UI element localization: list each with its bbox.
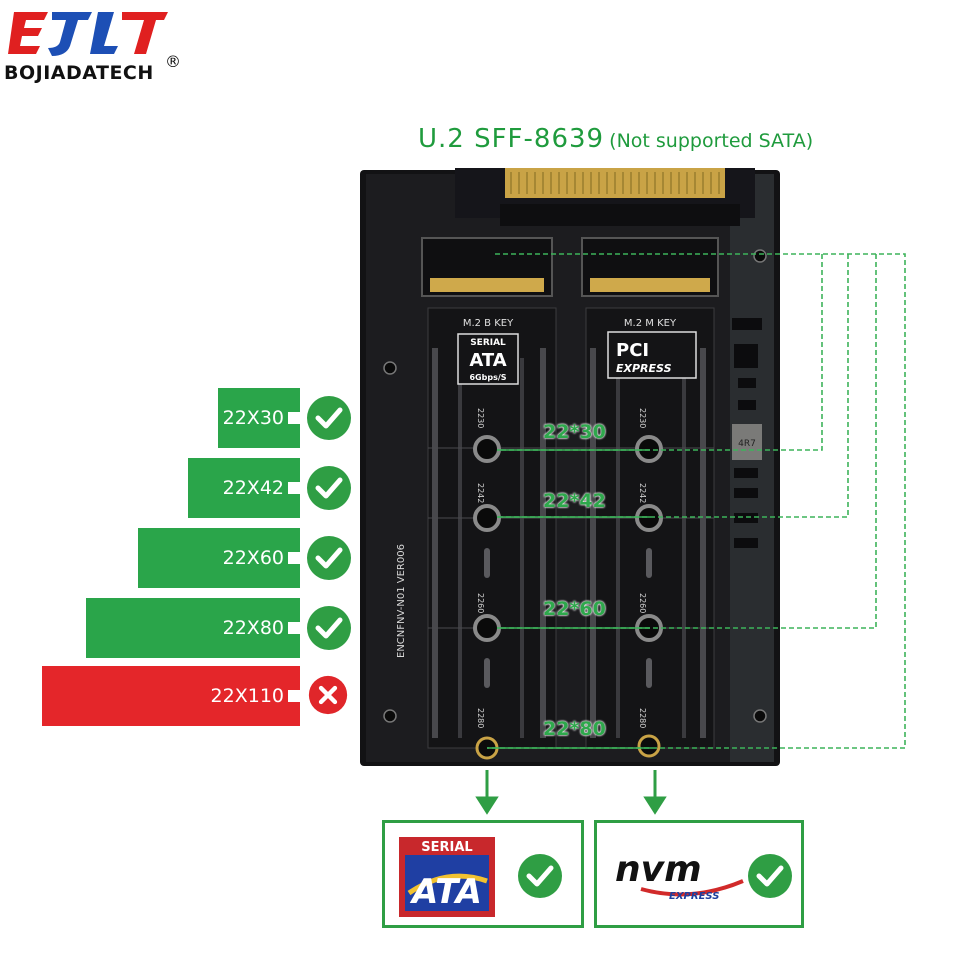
inductor-label: 4R7 xyxy=(738,439,756,449)
size-label: 22X30 xyxy=(222,407,284,429)
sata-logo-line1: SERIAL xyxy=(421,840,472,855)
size-label: 22X80 xyxy=(222,617,284,639)
slot-b-key-label: M.2 B KEY xyxy=(463,318,514,329)
ruler-label-2260-m: 2260 xyxy=(638,593,647,613)
ruler-label-2280: 2280 xyxy=(476,708,485,728)
nvme-logo: nvm EXPRESS xyxy=(615,849,744,902)
size-card-22x30: 22X30 xyxy=(218,388,300,448)
ruler-label-2242: 2242 xyxy=(476,483,485,503)
check-icon xyxy=(748,854,792,898)
size-card-22x60: 22X60 xyxy=(138,528,300,588)
size-label: 22X110 xyxy=(210,685,284,707)
size-card-22x110: 22X110 xyxy=(42,666,300,726)
check-icon xyxy=(307,536,351,580)
ruler-label-2280-m: 2280 xyxy=(638,708,647,728)
brand-name: BOJIADATECH xyxy=(4,62,154,84)
model-text: ENCNFNV-N01 VER006 xyxy=(396,544,407,658)
cross-icon xyxy=(308,675,348,715)
sata-logo-line2: ATA xyxy=(409,872,482,912)
interface-name: U.2 SFF-8639 xyxy=(418,124,605,154)
check-icon xyxy=(518,854,562,898)
ruler-label-2242-m: 2242 xyxy=(638,483,647,503)
interface-note: (Not supported SATA) xyxy=(609,130,814,152)
interface-title: U.2 SFF-8639 (Not supported SATA) xyxy=(418,124,813,154)
slot-m-key-label: M.2 M KEY xyxy=(624,318,677,329)
dimension-label-22x60: 22*60 xyxy=(543,598,606,620)
size-label: 22X42 xyxy=(222,477,284,499)
pci-badge-line1: PCI xyxy=(616,340,649,361)
check-icon xyxy=(307,466,351,510)
sata-badge-line1: SERIAL xyxy=(470,338,506,348)
ruler-label-2260: 2260 xyxy=(476,593,485,613)
sata-badge-line2: ATA xyxy=(469,350,506,371)
check-icon xyxy=(307,606,351,650)
dimension-label-22x42: 22*42 xyxy=(543,490,606,512)
size-card-22x80: 22X80 xyxy=(86,598,300,658)
adapter-board: SERIAL ATA 6Gbps/S PCI EXPRESS M.2 B KEY… xyxy=(360,168,780,766)
nvme-logo-line2: EXPRESS xyxy=(669,891,719,902)
sata-badge-line3: 6Gbps/S xyxy=(469,373,506,382)
ruler-label-2230: 2230 xyxy=(476,408,485,428)
sata-logo: SERIAL ATA xyxy=(399,837,495,917)
dimension-label-22x30: 22*30 xyxy=(543,421,606,443)
nvme-support-box: nvm EXPRESS xyxy=(594,820,804,928)
bojiadatech-logo xyxy=(8,12,168,56)
check-icon xyxy=(307,396,351,440)
dimension-label-22x80: 22*80 xyxy=(543,718,606,740)
size-label: 22X60 xyxy=(222,547,284,569)
pci-badge-line2: EXPRESS xyxy=(616,362,672,375)
registered-mark: ® xyxy=(165,52,181,71)
ruler-label-2230-m: 2230 xyxy=(638,408,647,428)
nvme-logo-line1: nvm xyxy=(615,849,702,890)
size-card-22x42: 22X42 xyxy=(188,458,300,518)
sata-support-box: SERIAL ATA xyxy=(382,820,584,928)
